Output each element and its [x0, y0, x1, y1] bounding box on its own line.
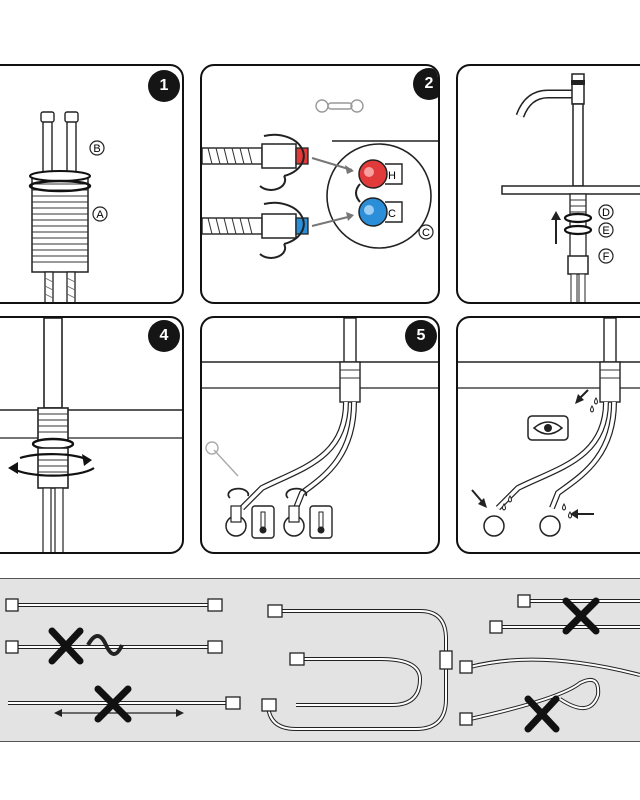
- label-c-port: C: [388, 208, 396, 220]
- step-4-panel: 4: [0, 316, 184, 554]
- wrench-icon: [315, 99, 364, 113]
- label-d: D: [602, 207, 610, 219]
- step-2-panel: H C C 2: [200, 64, 440, 304]
- step-3-illustration: D E F: [501, 73, 640, 302]
- rotate-arrow-icon: [259, 133, 305, 259]
- cold-port: [358, 197, 403, 227]
- hose-handling-illustration: [5, 594, 640, 733]
- cross-icon: [48, 597, 600, 733]
- label-b: B: [93, 143, 100, 155]
- label-e: E: [602, 225, 609, 237]
- eye-icon: [527, 415, 569, 441]
- step-number-badge: 5: [405, 320, 437, 352]
- label-a: A: [96, 209, 104, 221]
- step-1-illustration: B A: [28, 111, 108, 302]
- thermometer-hot-icon: [251, 505, 275, 539]
- step-3-panel: D E F: [456, 64, 640, 304]
- label-f: F: [603, 251, 610, 263]
- water-drop-icon: [502, 397, 598, 519]
- hot-hose: [202, 143, 309, 169]
- step-2-illustration: H C C: [202, 99, 438, 259]
- cold-hose: [202, 213, 309, 239]
- hot-port: [358, 159, 403, 189]
- label-c: C: [422, 227, 430, 239]
- rotate-arrow-icon: [227, 487, 308, 499]
- step-5-illustration: [202, 318, 438, 539]
- step-number-badge: 4: [148, 320, 180, 352]
- label-h: H: [388, 170, 396, 182]
- hose-handling-strip: [0, 578, 640, 742]
- thermometer-cold-icon: [309, 505, 333, 539]
- step-5-panel: 5: [200, 316, 440, 554]
- step-6-illustration: [458, 318, 640, 537]
- threaded-stem: [28, 170, 92, 273]
- rotate-arrow-icon: [11, 453, 95, 477]
- step-1-panel: B A 1: [0, 64, 184, 304]
- step-4-illustration: [0, 318, 182, 552]
- step-number-badge: 2: [413, 68, 438, 100]
- step-number-badge: 1: [148, 70, 180, 102]
- step-6-panel: [456, 316, 640, 554]
- wrench-icon: [205, 441, 239, 477]
